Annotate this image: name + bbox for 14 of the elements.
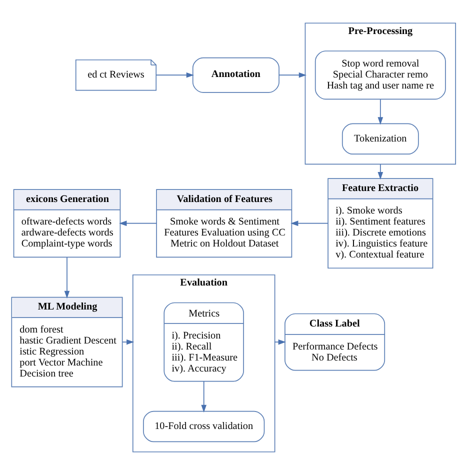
arrow (201, 380, 206, 412)
node-box: 10-Fold cross validation (143, 410, 265, 442)
arrow (156, 72, 194, 78)
arrow (122, 338, 134, 344)
arrow (290, 220, 328, 226)
arrow (64, 256, 70, 298)
arrow (378, 163, 384, 180)
arrow (278, 72, 306, 78)
node-box: Annotation (192, 56, 280, 92)
arrow (378, 98, 384, 124)
arrow (119, 220, 157, 226)
node-box: Tokenization (342, 122, 419, 154)
node-box: Stop word removal Special Character remo Hash tag and user name re (314, 50, 446, 100)
arrow (274, 338, 286, 344)
